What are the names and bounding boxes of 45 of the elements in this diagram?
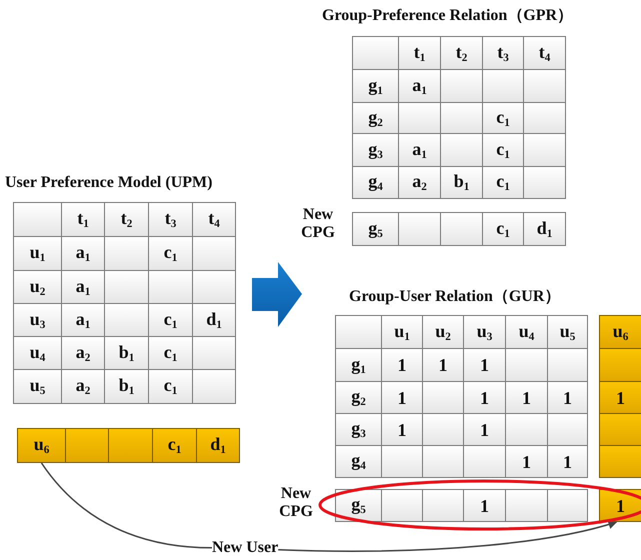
- table-cell: d$_{1}$: [196, 428, 240, 463]
- table-cell: t$_{1}$: [61, 202, 105, 237]
- table-cell: g$_{2}$: [352, 102, 399, 134]
- table-cell: t$_{1}$: [398, 36, 441, 70]
- table-cell: c$_{1}$: [482, 212, 524, 246]
- table-cell: g$_{4}$: [335, 445, 382, 478]
- table-cell: u$_{3}$: [13, 303, 62, 337]
- table-cell: u$_{6}$: [599, 315, 641, 349]
- table-cell: g$_{1}$: [352, 69, 399, 103]
- table-cell: u$_{4}$: [13, 336, 62, 370]
- table-cell: u$_{5}$: [13, 369, 62, 404]
- table-cell: g$_{4}$: [352, 166, 399, 199]
- table-cell: u$_{5}$: [547, 315, 588, 349]
- table-cell: t$_{3}$: [148, 202, 193, 237]
- table-cell: u$_{3}$: [463, 315, 506, 349]
- table-title: User Preference Model (UPM): [5, 174, 212, 192]
- table-cell: g$_{3}$: [352, 133, 399, 167]
- table-cell: t$_{4}$: [523, 36, 566, 70]
- table-cell: 1: [599, 381, 641, 414]
- table-cell: u$_{2}$: [422, 315, 464, 349]
- table-cell: g$_{5}$: [352, 212, 399, 246]
- table-cell: u$_{6}$: [17, 428, 66, 463]
- table-cell: 1: [547, 445, 588, 478]
- callout-text: New User: [212, 539, 278, 557]
- table-cell: g$_{1}$: [335, 348, 382, 382]
- table-cell: t$_{4}$: [192, 202, 236, 237]
- table-cell: t$_{3}$: [482, 36, 524, 70]
- table-cell: u$_{1}$: [13, 236, 62, 271]
- table-cell: d$_{1}$: [192, 303, 236, 337]
- connector-arrow: [278, 520, 618, 552]
- table-cell: u$_{2}$: [13, 270, 62, 304]
- row-label: New CPG: [300, 206, 336, 243]
- table-cell: 1: [547, 381, 588, 414]
- table-cell: u$_{1}$: [381, 315, 423, 349]
- table-title: Group-Preference Relation（GPR）: [322, 7, 574, 25]
- table-cell: c$_{1}$: [152, 428, 197, 463]
- table-title: Group-User Relation（GUR）: [349, 288, 560, 306]
- row-label: New CPG: [278, 485, 314, 522]
- table-cell: g$_{2}$: [335, 381, 382, 414]
- table-cell: d$_{1}$: [523, 212, 566, 246]
- table-cell: t$_{2}$: [440, 36, 483, 70]
- table-cell: u$_{4}$: [505, 315, 548, 349]
- table-cell: t$_{2}$: [104, 202, 149, 237]
- table-cell: g$_{3}$: [335, 413, 382, 446]
- table-cell: 1: [463, 489, 506, 522]
